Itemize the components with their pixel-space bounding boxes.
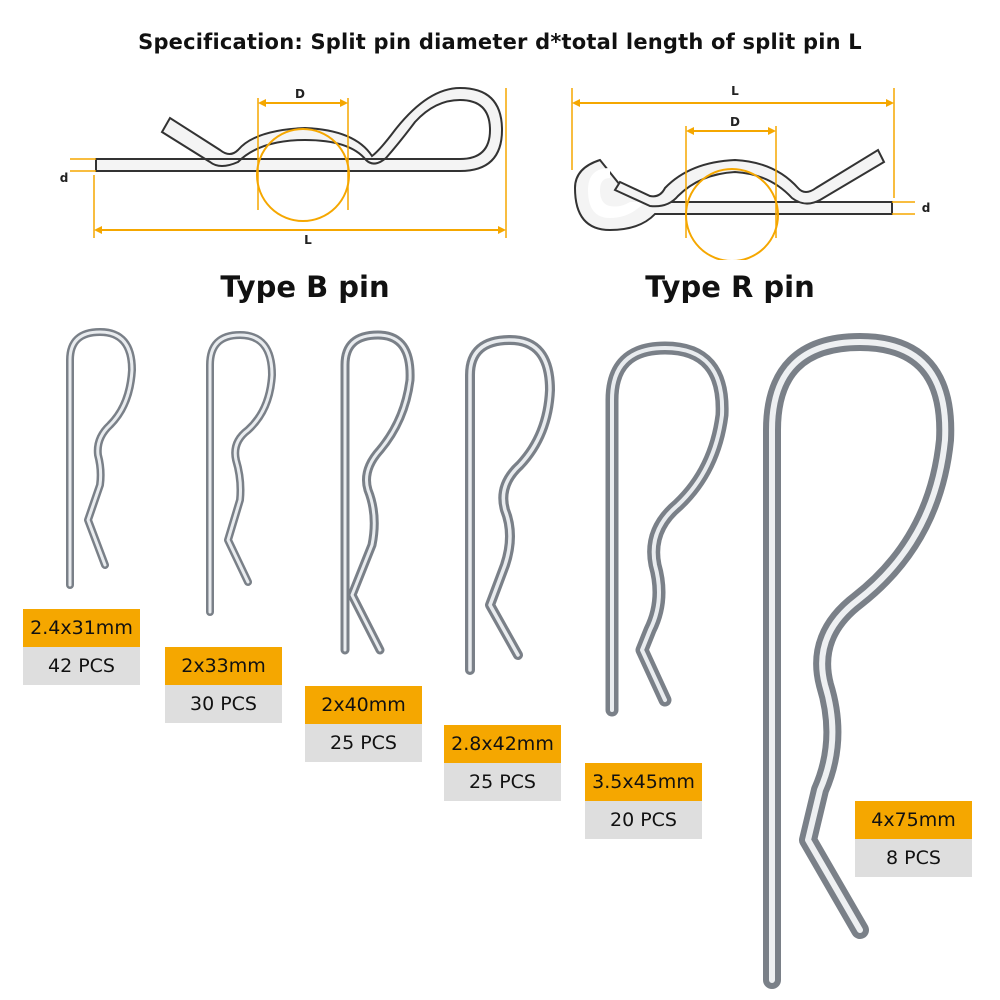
type-r-label-D: D <box>730 115 740 129</box>
pin-2-4x31 <box>66 328 136 589</box>
product-size: 4x75mm <box>855 801 972 839</box>
product-qty: 30 PCS <box>165 685 282 723</box>
specification-title: Specification: Split pin diameter d*tota… <box>138 30 862 54</box>
type-r-pin-diagram: D L d <box>571 84 931 260</box>
type-b-label-d: d <box>60 171 69 185</box>
type-b-diameter-circle <box>256 128 350 222</box>
pin-4x75 <box>763 333 955 989</box>
product-label-2: 2x33mm 30 PCS <box>165 647 282 723</box>
product-size: 2.8x42mm <box>444 725 561 763</box>
type-r-label-L: L <box>731 84 739 98</box>
type-r-title: Type R pin <box>645 270 815 304</box>
product-qty: 25 PCS <box>444 763 561 801</box>
product-size: 2.4x31mm <box>23 609 140 647</box>
product-qty: 20 PCS <box>585 801 702 839</box>
product-qty: 42 PCS <box>23 647 140 685</box>
product-label-4: 2.8x42mm 25 PCS <box>444 725 561 801</box>
product-size: 2x40mm <box>305 686 422 724</box>
product-label-1: 2.4x31mm 42 PCS <box>23 609 140 685</box>
type-b-pin-diagram: D d L <box>60 86 507 247</box>
pin-3-5x45 <box>605 341 729 717</box>
product-size: 2x33mm <box>165 647 282 685</box>
type-b-label-D: D <box>295 87 305 101</box>
pin-2x40 <box>340 330 415 655</box>
pins-illustration <box>66 328 955 989</box>
pin-2x33 <box>206 331 276 616</box>
type-r-label-d: d <box>922 201 931 215</box>
product-label-5: 3.5x45mm 20 PCS <box>585 763 702 839</box>
product-qty: 25 PCS <box>305 724 422 762</box>
type-r-upper-arm <box>613 148 886 208</box>
product-size: 3.5x45mm <box>585 763 702 801</box>
pin-2-8x42 <box>465 335 555 675</box>
type-b-label-L: L <box>304 233 312 247</box>
type-b-title: Type B pin <box>220 270 390 304</box>
product-qty: 8 PCS <box>855 839 972 877</box>
product-label-3: 2x40mm 25 PCS <box>305 686 422 762</box>
product-label-6: 4x75mm 8 PCS <box>855 801 972 877</box>
